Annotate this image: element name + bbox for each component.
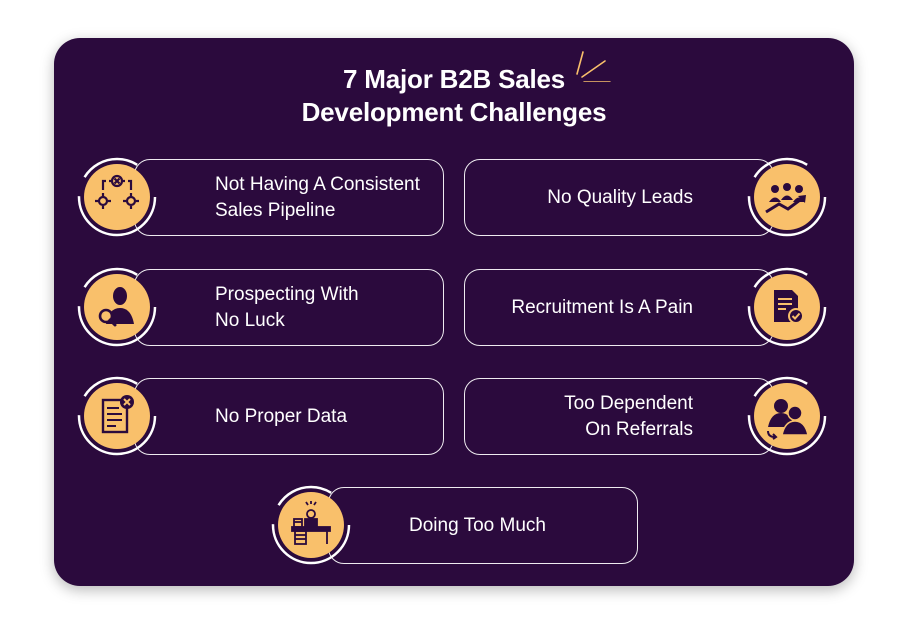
challenge-card-proper-data: No Proper Data <box>134 378 444 455</box>
challenge-label: Doing Too Much <box>409 514 546 536</box>
challenge-label: Too Dependent On Referrals <box>564 392 693 440</box>
title-line-1: 7 Major B2B Sales <box>342 64 566 94</box>
document-error-icon <box>76 375 158 457</box>
person-search-icon <box>76 266 158 348</box>
challenge-label: No Quality Leads <box>547 186 693 208</box>
challenge-card-recruitment: Recruitment Is A Pain <box>464 269 774 346</box>
referral-people-icon <box>746 375 828 457</box>
challenge-label: Not Having A Consistent Sales Pipeline <box>215 173 420 221</box>
title-line-2: Development Challenges <box>301 97 607 127</box>
challenge-label: Recruitment Is A Pain <box>511 296 693 318</box>
challenge-label: Prospecting With No Luck <box>215 283 359 331</box>
challenge-card-prospecting: Prospecting With No Luck <box>134 269 444 346</box>
challenge-card-doing-too-much: Doing Too Much <box>328 487 638 564</box>
pipeline-gears-icon <box>76 156 158 238</box>
infographic-title: 7 Major B2B Sales Development Challenges <box>54 63 854 129</box>
sparkle-icon <box>576 51 611 82</box>
busy-desk-icon <box>270 484 352 566</box>
challenge-card-referrals: Too Dependent On Referrals <box>464 378 774 455</box>
leads-growth-icon <box>746 156 828 238</box>
challenge-label: No Proper Data <box>215 405 348 427</box>
challenge-card-pipeline: Not Having A Consistent Sales Pipeline <box>134 159 444 236</box>
challenge-card-quality-leads: No Quality Leads <box>464 159 774 236</box>
document-check-icon <box>746 266 828 348</box>
infographic-panel: 7 Major B2B Sales Development Challenges… <box>54 38 854 586</box>
